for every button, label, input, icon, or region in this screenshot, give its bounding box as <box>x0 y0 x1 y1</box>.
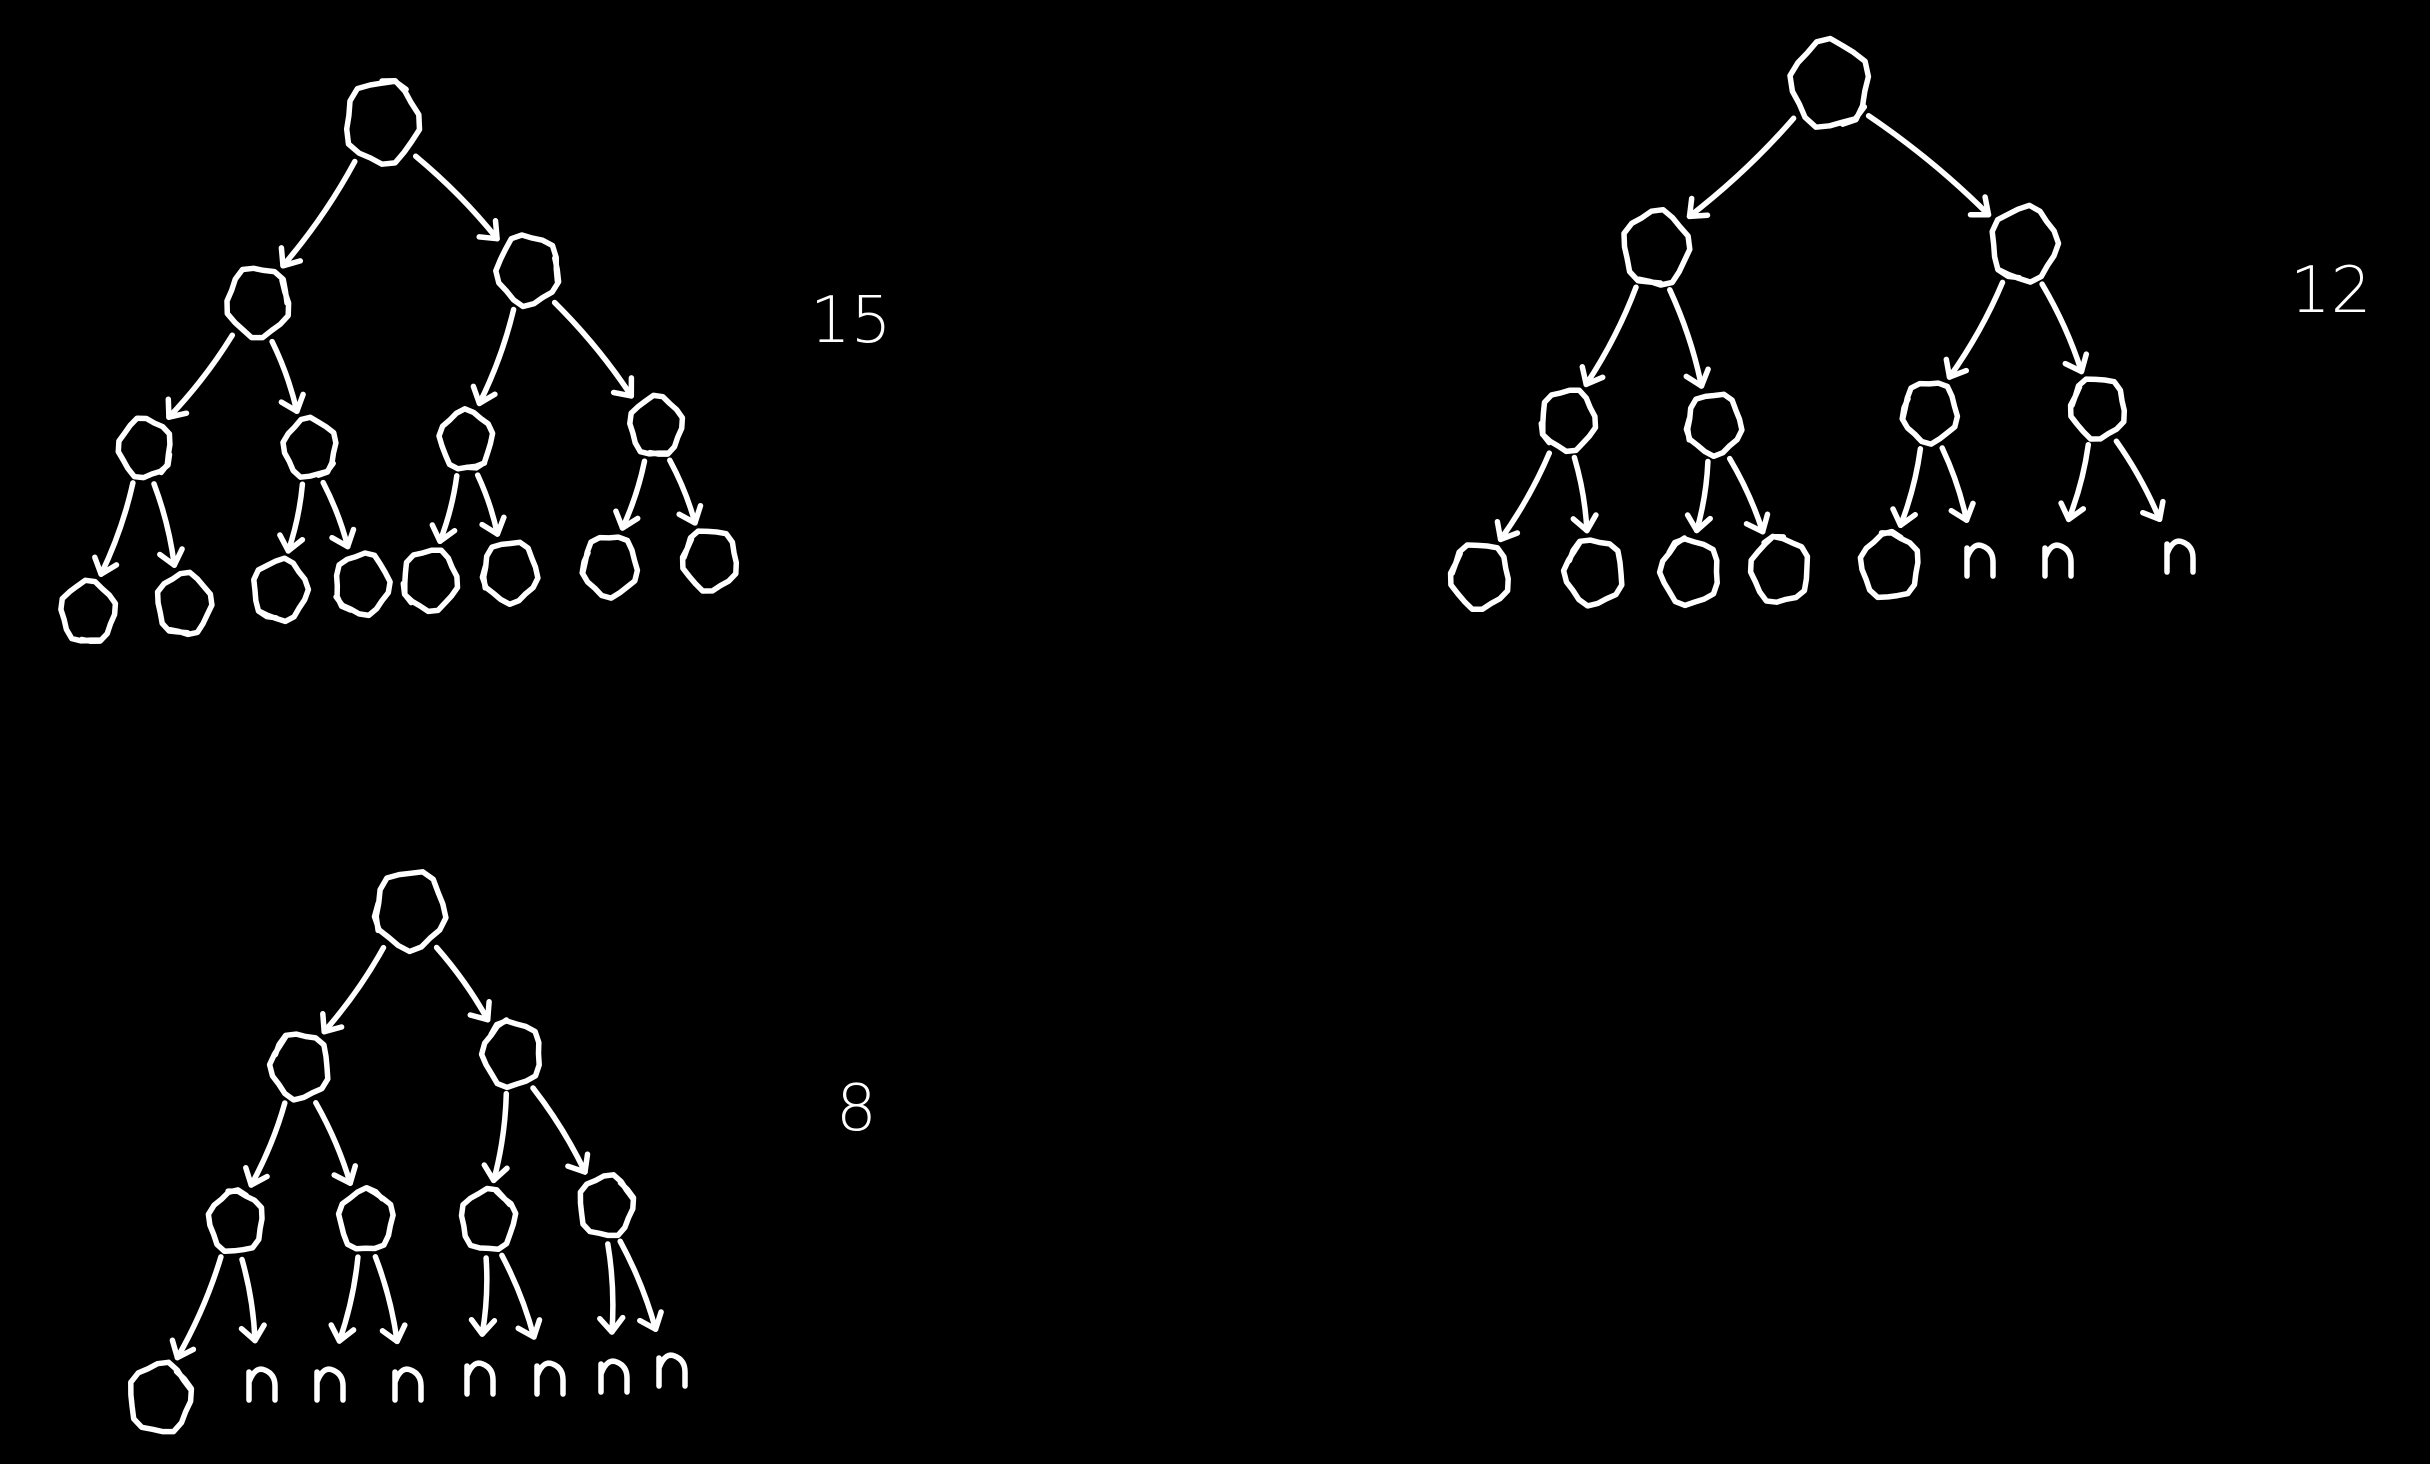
tree-0-node-l3-3 <box>333 550 393 619</box>
tree-1-arrow-l2-2-right <box>1939 445 1976 523</box>
tree-1-node-l2-2 <box>1899 380 1961 447</box>
tree-1-node-l1-1 <box>1989 202 2062 285</box>
tree-2-arrow-l1-0-left <box>243 1100 288 1188</box>
tree-1-node-l3-2 <box>1656 535 1720 609</box>
tree-2-arrow-l1-0-right <box>313 1100 359 1186</box>
tree-2-node-l3-0 <box>128 1359 195 1435</box>
tree-1-node-l3-4 <box>1857 528 1921 601</box>
tree-2-arrow-l0-0-right <box>433 944 492 1023</box>
tree-1-arrow-l2-3-right <box>2113 438 2166 523</box>
tree-1-node-l3-3 <box>1747 533 1811 605</box>
tree-2-node-l1-1 <box>478 1017 542 1091</box>
tree-2-arrow-l2-3-left <box>597 1241 626 1335</box>
tree-0-arrow-l1-0-left <box>165 332 236 420</box>
tree-2-arrow-l1-1-right <box>530 1085 591 1175</box>
tree-1-node-l2-0 <box>1538 387 1599 455</box>
tree-2-arrow-l2-0-right <box>238 1256 267 1344</box>
tree-1-arrow-l1-1-left <box>1943 279 2006 380</box>
tree-2-arrow-l1-1-left <box>481 1090 510 1184</box>
tree-1-node-l2-1 <box>1683 391 1745 460</box>
tree-0-node-l3-2 <box>251 555 312 625</box>
tree-1-node-l3-1 <box>1560 537 1625 609</box>
tree-2-node-l0-0 <box>371 869 449 955</box>
tree-2-arrow-l2-2-right <box>499 1252 543 1340</box>
tree-0-arrow-l2-1-left <box>277 481 306 554</box>
tree-0-node-l2-1 <box>280 414 339 480</box>
tree-0-node-l0-0 <box>343 78 423 167</box>
tree-2-nil-l3-1 <box>246 1366 278 1403</box>
tree-1-nil-l3-6 <box>2042 542 2074 579</box>
tree-1-arrow-l1-0-left <box>1579 284 1639 388</box>
tree-2-arrow-l2-1-right <box>372 1254 408 1345</box>
tree-2-node-l2-2 <box>458 1185 519 1253</box>
tree-0-arrow-l1-1-right <box>551 299 635 399</box>
tree-0-arrow-l2-3-left <box>613 458 648 531</box>
tree-0-node-l2-0 <box>115 415 173 481</box>
tree-1-arrow-l0-0-left <box>1686 115 1797 220</box>
tree-left-bottom-count: 8 <box>836 1072 877 1146</box>
tree-0-arrow-l2-3-right <box>667 457 704 526</box>
tree-2-node-l2-1 <box>335 1184 396 1252</box>
tree-1-arrow-l1-1-right <box>2039 281 2090 375</box>
tree-1-node-l3-0 <box>1447 542 1511 612</box>
tree-0-node-l3-1 <box>154 569 215 638</box>
tree-0-arrow-l2-1-right <box>320 479 357 550</box>
tree-1-nil-l3-5 <box>1964 542 1996 579</box>
tree-2-nil-l3-5 <box>534 1360 566 1397</box>
tree-2-arrow-l2-3-right <box>617 1238 664 1332</box>
tree-1-node-l0-0 <box>1787 35 1872 130</box>
tree-1-arrow-l0-0-right <box>1865 113 1992 218</box>
tree-1-arrow-l2-1-left <box>1684 458 1713 534</box>
tree-1-arrow-l2-3-left <box>2058 441 2092 523</box>
tree-1-arrow-l1-0-right <box>1667 287 1711 389</box>
tree-left-bottom <box>128 869 688 1435</box>
tree-0-arrow-l2-0-right <box>151 481 185 568</box>
tree-0-node-l1-1 <box>493 232 562 310</box>
tree-1-arrow-l2-2-left <box>1890 446 1924 529</box>
tree-2-arrow-l0-0-left <box>320 944 387 1035</box>
tree-0-arrow-l0-0-left <box>278 158 358 269</box>
tree-0-node-l2-2 <box>436 406 496 472</box>
tree-0-arrow-l1-0-right <box>269 338 306 415</box>
tree-1-node-l1-0 <box>1621 206 1693 288</box>
tree-2-nil-l3-6 <box>598 1358 630 1395</box>
tree-right-top <box>1447 35 2196 612</box>
tree-0-node-l3-6 <box>579 534 641 601</box>
tree-left-top <box>58 78 740 644</box>
tree-1-arrow-l2-0-right <box>1570 454 1599 534</box>
tree-1-nil-l3-7 <box>2164 538 2196 575</box>
tree-right-top-count: 12 <box>2290 254 2371 328</box>
tree-0-node-l3-7 <box>679 528 740 594</box>
tree-2-arrow-l2-1-left <box>328 1254 361 1344</box>
tree-0-node-l1-0 <box>224 265 292 341</box>
tree-2-arrow-l2-0-left <box>169 1254 224 1361</box>
tree-2-nil-l3-7 <box>656 1352 688 1389</box>
tree-2-nil-l3-3 <box>392 1366 424 1403</box>
tree-0-arrow-l2-2-right <box>474 472 507 537</box>
tree-2-arrow-l2-2-left <box>468 1255 498 1337</box>
tree-2-node-l2-0 <box>205 1187 265 1255</box>
tree-1-node-l2-3 <box>2067 376 2128 442</box>
tree-2-nil-l3-4 <box>464 1360 496 1397</box>
tree-0-node-l3-5 <box>479 539 541 608</box>
tree-left-top-count: 15 <box>810 284 891 358</box>
tree-2-node-l2-3 <box>577 1172 637 1239</box>
tree-2-node-l1-0 <box>266 1031 331 1103</box>
tree-0-node-l2-3 <box>627 392 686 457</box>
tree-0-arrow-l2-0-left <box>92 480 136 577</box>
tree-2-nil-l3-2 <box>314 1366 346 1403</box>
tree-1-arrow-l2-1-right <box>1726 455 1771 535</box>
tree-0-node-l3-4 <box>400 547 461 615</box>
tree-0-arrow-l0-0-right <box>412 153 500 242</box>
tree-0-node-l3-0 <box>58 577 119 644</box>
tree-1-arrow-l2-0-left <box>1494 450 1553 543</box>
tree-0-arrow-l1-1-left <box>470 306 517 407</box>
tree-0-arrow-l2-2-left <box>429 473 460 545</box>
